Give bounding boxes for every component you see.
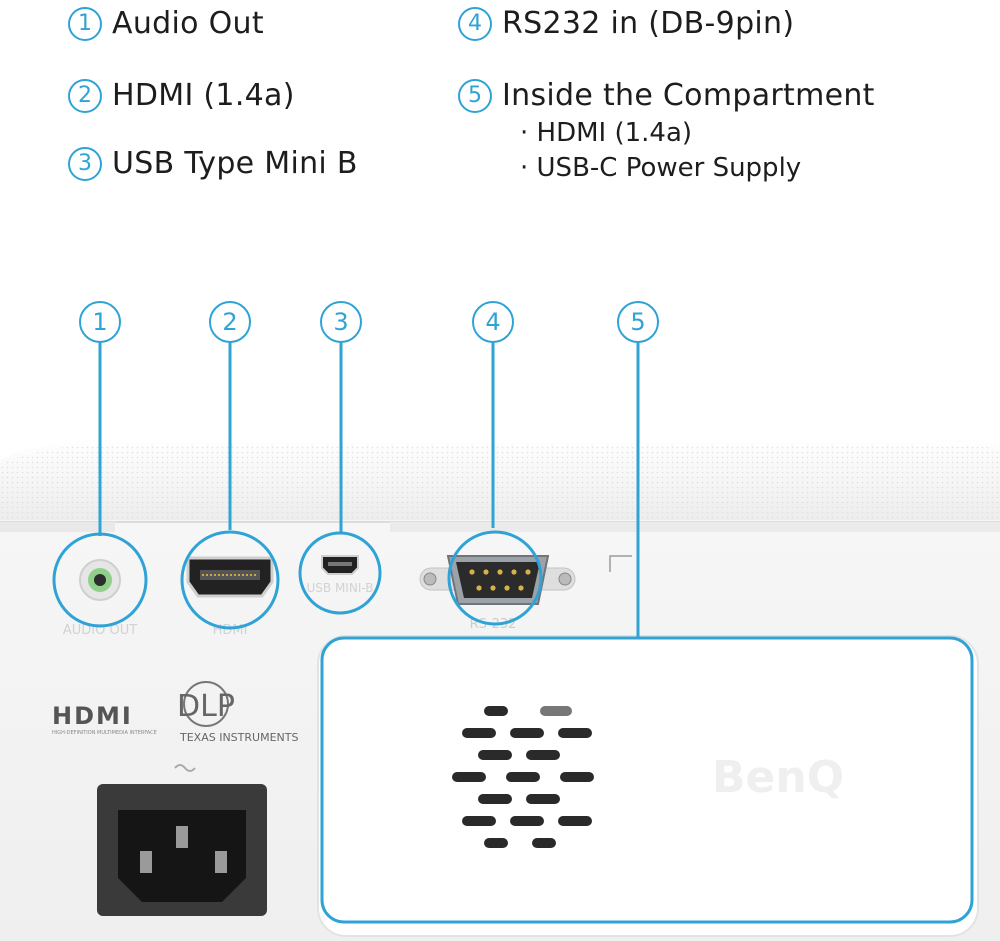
legend-item-2: 2 HDMI (1.4a)	[68, 78, 295, 113]
legend-label-usb: USB Type Mini B	[112, 146, 358, 181]
legend-item-4: 4 RS232 in (DB-9pin)	[458, 6, 794, 41]
svg-text:HIGH-DEFINITION MULTIMEDIA INT: HIGH-DEFINITION MULTIMEDIA INTERFACE	[52, 730, 157, 736]
legend-label-rs232: RS232 in (DB-9pin)	[502, 6, 795, 41]
compartment-item-usbc: · USB-C Power Supply	[520, 153, 802, 183]
audio-out-port	[79, 559, 121, 601]
svg-text:DLP: DLP	[177, 689, 235, 724]
usb-mini-b-port	[321, 555, 359, 575]
legend-item-3: 3 USB Type Mini B	[68, 146, 358, 181]
callout-2: 2	[209, 301, 251, 343]
callout-3: 3	[320, 301, 362, 343]
svg-text:HDMI: HDMI	[52, 702, 133, 730]
hdmi-logo: HDMI HIGH-DEFINITION MULTIMEDIA INTERFAC…	[52, 702, 157, 736]
legend-number-4: 4	[458, 6, 492, 41]
legend-number-5: 5	[458, 78, 492, 113]
port-label-audio: AUDIO OUT	[63, 623, 137, 638]
power-inlet	[97, 784, 267, 916]
legend-label-hdmi: HDMI (1.4a)	[112, 78, 295, 113]
port-label-usb: USB MINI-B	[307, 581, 374, 595]
compartment-cover: BenQ	[317, 635, 979, 937]
callout-5: 5	[617, 301, 659, 343]
dlp-logo: DLP TEXAS INSTRUMENTS	[177, 681, 298, 744]
svg-text:TEXAS INSTRUMENTS: TEXAS INSTRUMENTS	[179, 731, 298, 744]
legend-label-compartment: Inside the Compartment	[502, 78, 875, 113]
hdmi-port	[186, 556, 274, 598]
callout-1: 1	[79, 301, 121, 343]
legend-item-5: 5 Inside the Compartment	[458, 78, 875, 113]
legend-number-2: 2	[68, 78, 102, 113]
svg-text:BenQ: BenQ	[712, 752, 844, 803]
callout-4: 4	[472, 301, 514, 343]
compartment-item-hdmi: · HDMI (1.4a)	[520, 118, 693, 148]
rs232-port	[419, 555, 576, 605]
legend-number-1: 1	[68, 6, 102, 41]
legend-label-audio-out: Audio Out	[112, 6, 264, 41]
legend-number-3: 3	[68, 146, 102, 181]
legend-item-1: 1 Audio Out	[68, 6, 264, 41]
